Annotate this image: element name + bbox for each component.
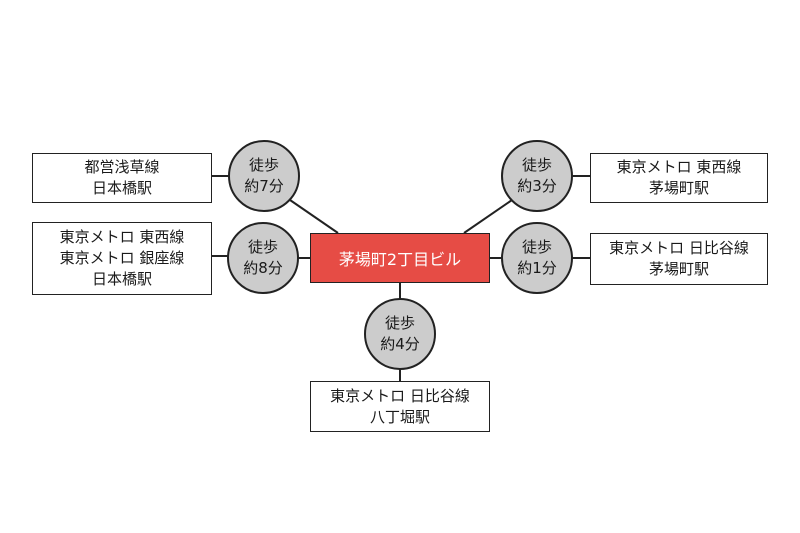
walk-time-badge-toei-asakusa: 徒歩 約7分 [228,140,300,212]
station-line-text: 東京メトロ 日比谷線 [330,386,470,405]
station-name-text: 八丁堀駅 [369,407,430,426]
walk-time-text: 約4分 [380,335,420,353]
connector-line-tozai-kayabacho [463,199,513,234]
walk-time-text: 約3分 [517,177,557,195]
station-line-text: 東京メトロ 東西線 [616,158,742,176]
walk-label: 徒歩 [384,314,415,332]
station-box-hibiya-kayabacho: 東京メトロ 日比谷線 茅場町駅 [590,233,768,285]
station-line-text: 都営浅草線 [84,158,160,176]
walk-label: 徒歩 [248,156,279,174]
walk-time-badge-hibiya-hatchobori: 徒歩 約4分 [364,298,436,370]
station-line-text: 東京メトロ 日比谷線 [609,239,749,257]
walk-label: 徒歩 [521,238,552,256]
walk-time-text: 約7分 [244,177,284,195]
station-box-toei-asakusa: 都営浅草線 日本橋駅 [32,153,212,203]
walk-time-badge-tozai-kayabacho: 徒歩 約3分 [501,140,573,212]
station-box-tozai-kayabacho: 東京メトロ 東西線 茅場町駅 [590,153,768,203]
walk-time-badge-nihonbashi-metro: 徒歩 約8分 [227,222,299,294]
building-name: 茅場町2丁目ビル [338,250,462,269]
walk-label: 徒歩 [521,156,552,174]
station-name-text: 茅場町駅 [648,260,709,278]
station-name-text: 日本橋駅 [91,270,152,288]
building-name-box: 茅場町2丁目ビル [310,233,490,283]
walk-label: 徒歩 [247,238,278,256]
station-name-text: 日本橋駅 [91,179,152,197]
station-line-text: 東京メトロ 銀座線 [59,249,185,267]
walk-time-badge-hibiya-kayabacho: 徒歩 約1分 [501,222,573,294]
station-name-text: 茅場町駅 [648,179,709,197]
station-box-nihonbashi-metro: 東京メトロ 東西線 東京メトロ 銀座線 日本橋駅 [32,222,212,295]
walk-time-text: 約8分 [243,259,283,277]
connector-line-toei-asakusa [289,199,339,234]
station-line-text: 東京メトロ 東西線 [59,228,185,246]
station-box-hibiya-hatchobori: 東京メトロ 日比谷線 八丁堀駅 [310,381,490,432]
walk-time-text: 約1分 [517,259,557,277]
